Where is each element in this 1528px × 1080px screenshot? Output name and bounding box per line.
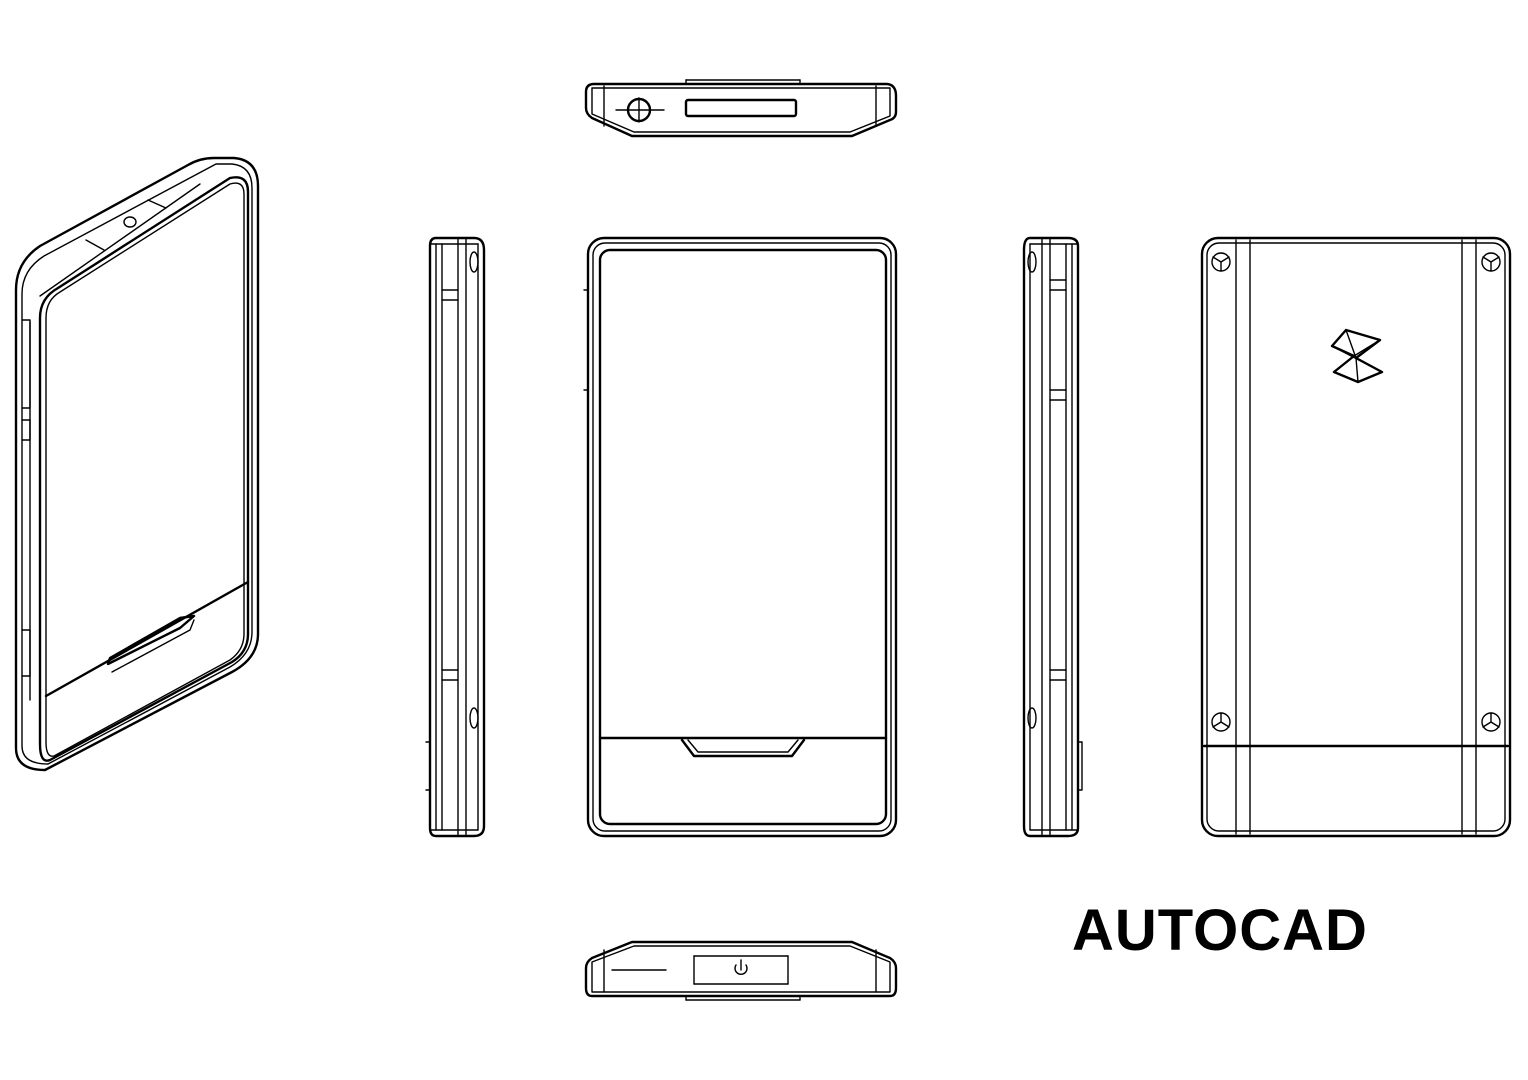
bottom-view <box>584 940 898 1001</box>
screw-icon <box>1481 712 1501 732</box>
left-side-view <box>425 236 486 838</box>
drawing-title: AUTOCAD <box>1072 898 1368 963</box>
front-view <box>583 236 898 838</box>
screw-icon <box>1211 252 1231 272</box>
screw-icon <box>1211 712 1231 732</box>
top-view <box>584 79 898 138</box>
right-side-view <box>1022 236 1083 838</box>
back-view <box>1200 236 1512 838</box>
screw-icon <box>1481 252 1501 272</box>
brand-logo-icon <box>1330 328 1384 384</box>
isometric-view <box>14 156 260 772</box>
power-icon <box>734 959 748 975</box>
